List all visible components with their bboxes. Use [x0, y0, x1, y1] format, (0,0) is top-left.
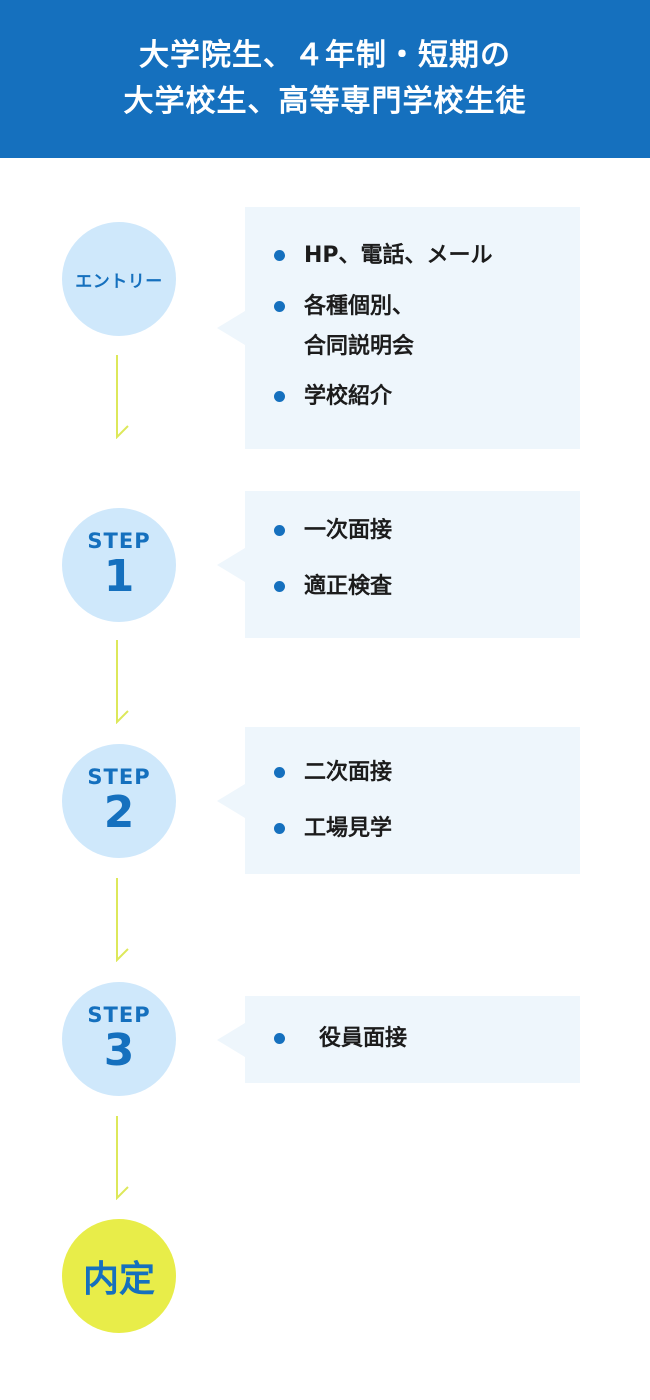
connector-arrow-2 — [116, 640, 129, 724]
step-3-detail-box: 役員面接 — [217, 996, 580, 1083]
step-1-circle: STEP 1 — [62, 508, 176, 622]
page-header: 大学院生、４年制・短期の 大学校生、高等専門学校生徒 — [0, 0, 650, 158]
bullet-icon — [274, 1033, 285, 1044]
step-1-detail-box: 一次面接 適正検査 — [217, 491, 580, 638]
entry-item-text: 学校紹介 — [304, 384, 393, 409]
final-offer-circle: 内定 — [62, 1219, 176, 1333]
step-2-number: 2 — [103, 787, 135, 838]
step-1-item-text: 適正検査 — [304, 574, 393, 599]
step-3-label: STEP — [87, 1003, 151, 1027]
connector-arrow-4 — [116, 1116, 129, 1200]
bullet-icon — [274, 823, 285, 834]
step-3-number: 3 — [103, 1025, 135, 1076]
entry-item-text: HP、電話、メール — [304, 243, 493, 268]
bullet-icon — [274, 391, 285, 402]
entry-step-circle: エントリー — [62, 222, 176, 336]
step-2-detail-box: 二次面接 工場見学 — [217, 727, 580, 874]
bullet-icon — [274, 250, 285, 261]
step-1-label: STEP — [87, 529, 151, 553]
header-title-line-2: 大学校生、高等専門学校生徒 — [123, 84, 527, 119]
entry-step-label: エントリー — [75, 271, 163, 292]
bullet-icon — [274, 581, 285, 592]
connector-arrow-1 — [116, 355, 129, 439]
bullet-icon — [274, 767, 285, 778]
step-1-number: 1 — [103, 551, 135, 602]
step-2-item-text: 二次面接 — [304, 760, 393, 785]
connector-arrow-3 — [116, 878, 129, 962]
step-2-item-text: 工場見学 — [304, 816, 393, 841]
header-title-line-1: 大学院生、４年制・短期の — [139, 38, 511, 73]
entry-item-text: 各種個別、 合同説明会 — [304, 294, 415, 359]
bullet-icon — [274, 525, 285, 536]
bullet-icon — [274, 301, 285, 312]
step-2-circle: STEP 2 — [62, 744, 176, 858]
step-3-circle: STEP 3 — [62, 982, 176, 1096]
final-offer-label: 内定 — [82, 1259, 155, 1300]
step-2-label: STEP — [87, 765, 151, 789]
step-1-item-text: 一次面接 — [304, 518, 393, 543]
step-3-item-text: 役員面接 — [319, 1026, 408, 1051]
entry-detail-box: HP、電話、メール 各種個別、 合同説明会 学校紹介 — [217, 207, 580, 449]
